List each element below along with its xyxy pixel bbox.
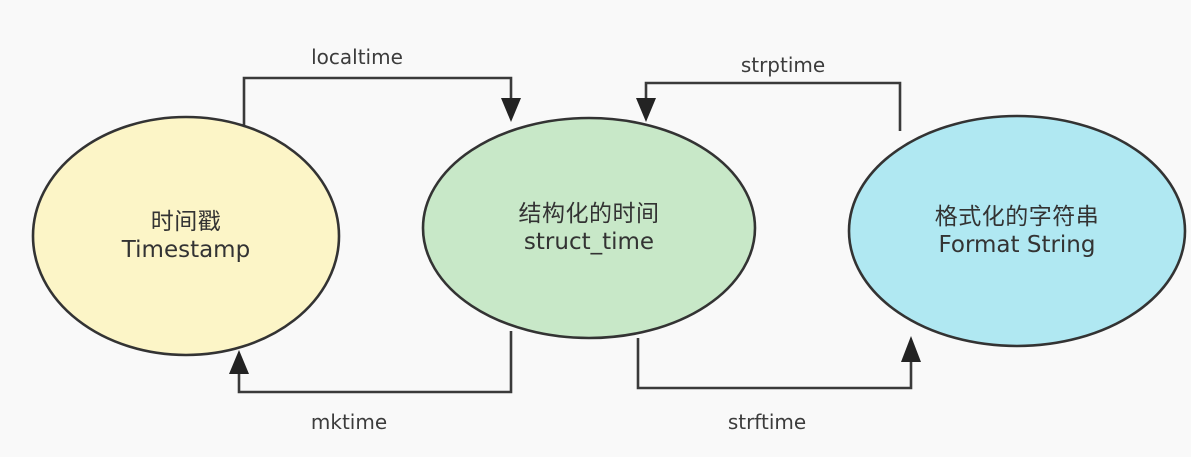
edge-strptime-arrowhead xyxy=(636,98,656,122)
edge-strptime xyxy=(636,81,902,131)
edge-localtime xyxy=(242,76,521,130)
edge-mktime xyxy=(229,331,513,394)
edge-strftime xyxy=(636,336,921,390)
edge-mktime-path xyxy=(237,331,513,394)
edge-mktime-arrowhead xyxy=(229,350,249,374)
edge-localtime-arrowhead xyxy=(501,98,521,122)
node-timestamp-shape[interactable] xyxy=(31,115,341,357)
edge-strptime-path xyxy=(644,81,902,131)
edge-strftime-arrowhead xyxy=(901,336,921,362)
edge-localtime-path xyxy=(242,76,513,130)
node-struct-time-shape[interactable] xyxy=(421,116,757,340)
node-format-string-shape[interactable] xyxy=(847,114,1187,348)
edge-strftime-path xyxy=(636,338,913,390)
